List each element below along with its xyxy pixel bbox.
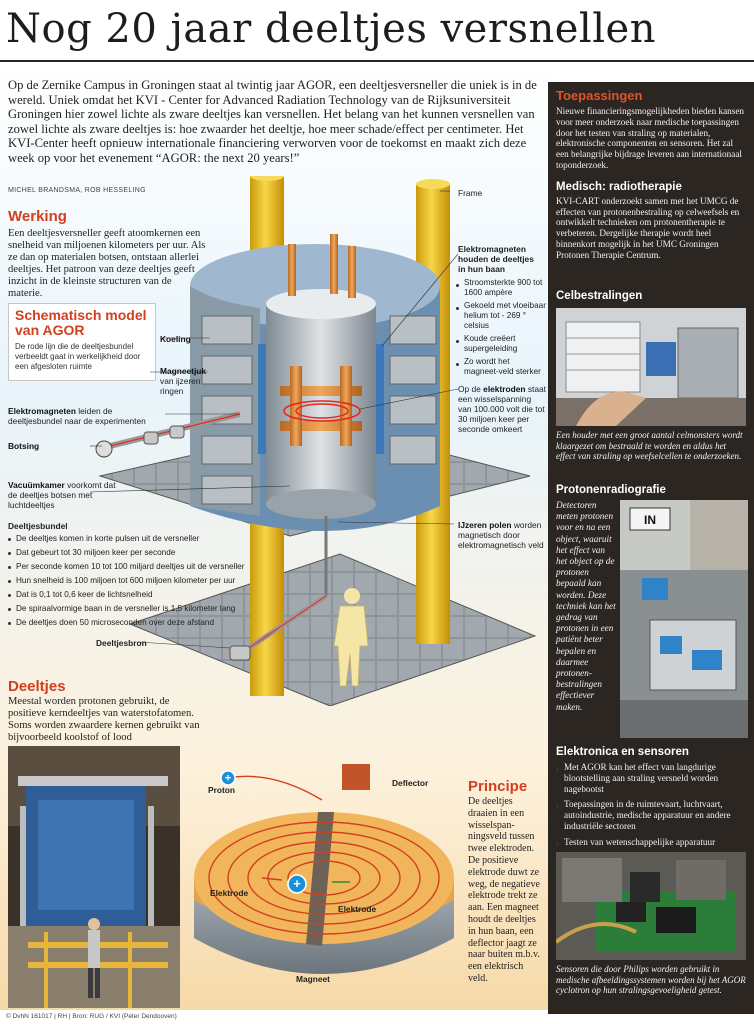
label-elektroden-pre: Op de [458,384,484,394]
elektronica-bullet: Met AGOR kan het effect van langdurige b… [556,762,746,794]
sensoren-photo [556,852,746,960]
label-elektromagneten-bundel-bold: Elektromagneten [8,406,76,416]
label-koeling: Koeling [160,334,191,344]
agor-cyclotron-illustration [90,176,537,706]
label-botsing: Botsing [8,441,39,451]
footer-source: © DvhN 161017 | RH | Bron: RUG / KVI (Pe… [6,1013,177,1020]
label-elektromagneten-baan: Elektromagneten houden de deeltjes in hu… [458,244,534,274]
label-elektroden: Op de elektroden staat een wisselspannin… [458,384,546,434]
in-sign-text: IN [644,513,656,527]
principe-label-deflector: Deflector [392,778,429,788]
principe-diagram: + + [194,764,454,974]
bundel-bullet: De deeltjes doen 50 microseconden over d… [8,616,244,630]
principe-heading: Principe [468,778,528,795]
bundel-bullet: De spiraalvormige baan in de versneller … [8,602,244,616]
elektronica-heading: Elektronica en sensoren [556,746,689,758]
bundel-bullet: Dat gebeurt tot 30 miljoen keer per seco… [8,546,244,560]
bundel-bullet-list: De deeltjes komen in korte pulsen uit de… [8,532,244,630]
page-title: Nog 20 jaar deeltjes versnellen [6,6,656,52]
svg-text:+: + [293,876,301,891]
celbestraling-photo [556,308,746,426]
label-frame: Frame [458,188,483,198]
medisch-heading: Medisch: radiotherapie [556,180,682,193]
celbestraling-caption: Een houder met een groot aantal celmonst… [556,430,743,462]
elektronica-bullet: Testen van wetenschappelijke apparatuur [556,837,746,848]
label-elektromagneten-bundel: Elektromagneten leiden de deeltjesbundel… [8,406,156,426]
radiografie-text: Detectoren meten protonen voor en na een… [556,500,616,712]
principe-label-magneet: Magneet [296,974,330,984]
schematic-text: De rode lijn die de deeltjesbundel verbe… [15,342,141,371]
magnet-bullet: Zo wordt het magneet-veld sterker [456,357,546,377]
elektronica-bullet: Toepassingen in de ruimtevaart, luchtvaa… [556,799,746,831]
toepassingen-heading: Toepassingen [556,88,643,103]
werking-heading: Werking [8,208,67,225]
principe-block: Principe De deeltjes draaien in een wiss… [468,778,544,985]
label-magneetjuk: Magneetjuk van ijzeren ringen [160,366,216,396]
elektronica-bullet-list: Met AGOR kan het effect van langdurige b… [556,762,746,848]
bundel-bullet: De deeltjes komen in korte pulsen uit de… [8,532,244,546]
title-rule [0,60,754,62]
magnet-bullet: Gekoeld met vloeibaar helium tot - 269 °… [456,301,546,331]
magnet-bullet-list: Stroomsterkte 900 tot 1600 ampère Gekoel… [456,278,546,377]
svg-text:+: + [225,773,231,785]
label-deeltjesbron: Deeltjesbron [96,638,147,648]
label-vacuumkamer: Vacuümkamer voorkomt dat de deeltjes bot… [8,480,118,510]
radiografie-photo: IN [620,500,748,738]
intro-text: Op de Zernike Campus in Groningen staat … [8,78,537,165]
toepassingen-text: Nieuwe financieringsmogelijkheden bieden… [556,106,745,170]
principe-label-elektrode-right: Elektrode [338,904,377,914]
bundel-bullet: Dat is 0,1 tot 0,6 keer de lichtsnelheid [8,588,244,602]
label-elektromagneten-bundel-text: leiden de deeltjesbundel naar de experim… [8,406,146,426]
label-magneetjuk-bold: Magneetjuk [160,366,207,376]
bundel-bullet: Per seconde komen 10 tot 100 miljard dee… [8,560,244,574]
schematic-note-box: Schematisch model van AGOR De rode lijn … [8,303,156,381]
celbestralingen-heading: Celbestralingen [556,290,643,302]
deeltjes-heading: Deeltjes [8,678,66,695]
label-vacuumkamer-text: voorkomt dat de deeltjes botsen met luch… [8,480,116,510]
label-magneetjuk-text: van ijzeren ringen [160,376,201,396]
magnet-bullet: Stroomsterkte 900 tot 1600 ampère [456,278,546,298]
magnet-bullet: Koude creëert supergeleiding [456,334,546,354]
medisch-text: KVI-CART onderzoekt samen met het UMCG d… [556,195,740,260]
agor-hall-photo [8,746,180,1008]
deeltjes-text: Meestal worden protonen gebruikt, de pos… [8,696,200,743]
schematic-heading: Schematisch model van AGOR [15,307,147,338]
label-elektroden-post: staat een wisselspanning van 100.000 vol… [458,384,546,434]
byline: MICHEL BRANDSMA, ROB HESSELING [8,187,146,194]
label-botsing-bold: Botsing [8,441,40,451]
werking-text: Een deeltjesversneller geeft atoomkernen… [8,228,206,299]
label-koeling-bold: Koeling [160,334,191,344]
label-vacuumkamer-bold: Vacuümkamer [8,480,65,490]
label-elektroden-bold: elektroden [483,384,526,394]
bundel-bullet: Hun snelheid is 100 miljoen tot 600 milj… [8,574,244,588]
principe-label-elektrode-left: Elektrode [210,888,249,898]
label-ijzeren-polen-bold: IJzeren polen [458,520,512,530]
radiografie-heading: Protonenradiografie [556,484,666,496]
label-ijzeren-polen: IJzeren polen worden magnetisch door ele… [458,520,546,550]
label-deeltjesbundel: Deeltjesbundel [8,521,68,531]
sensoren-caption: Sensoren die door Philips worden gebruik… [556,964,746,996]
label-ijzeren-polen-text: worden magnetisch door elektromagnetisch… [458,520,544,550]
principe-text: De deeltjes draaien in een wisselspan-ni… [468,796,540,984]
principe-label-proton: Proton [208,785,235,795]
celbestralingen-heading-wrap: Celbestralingen [548,290,754,305]
